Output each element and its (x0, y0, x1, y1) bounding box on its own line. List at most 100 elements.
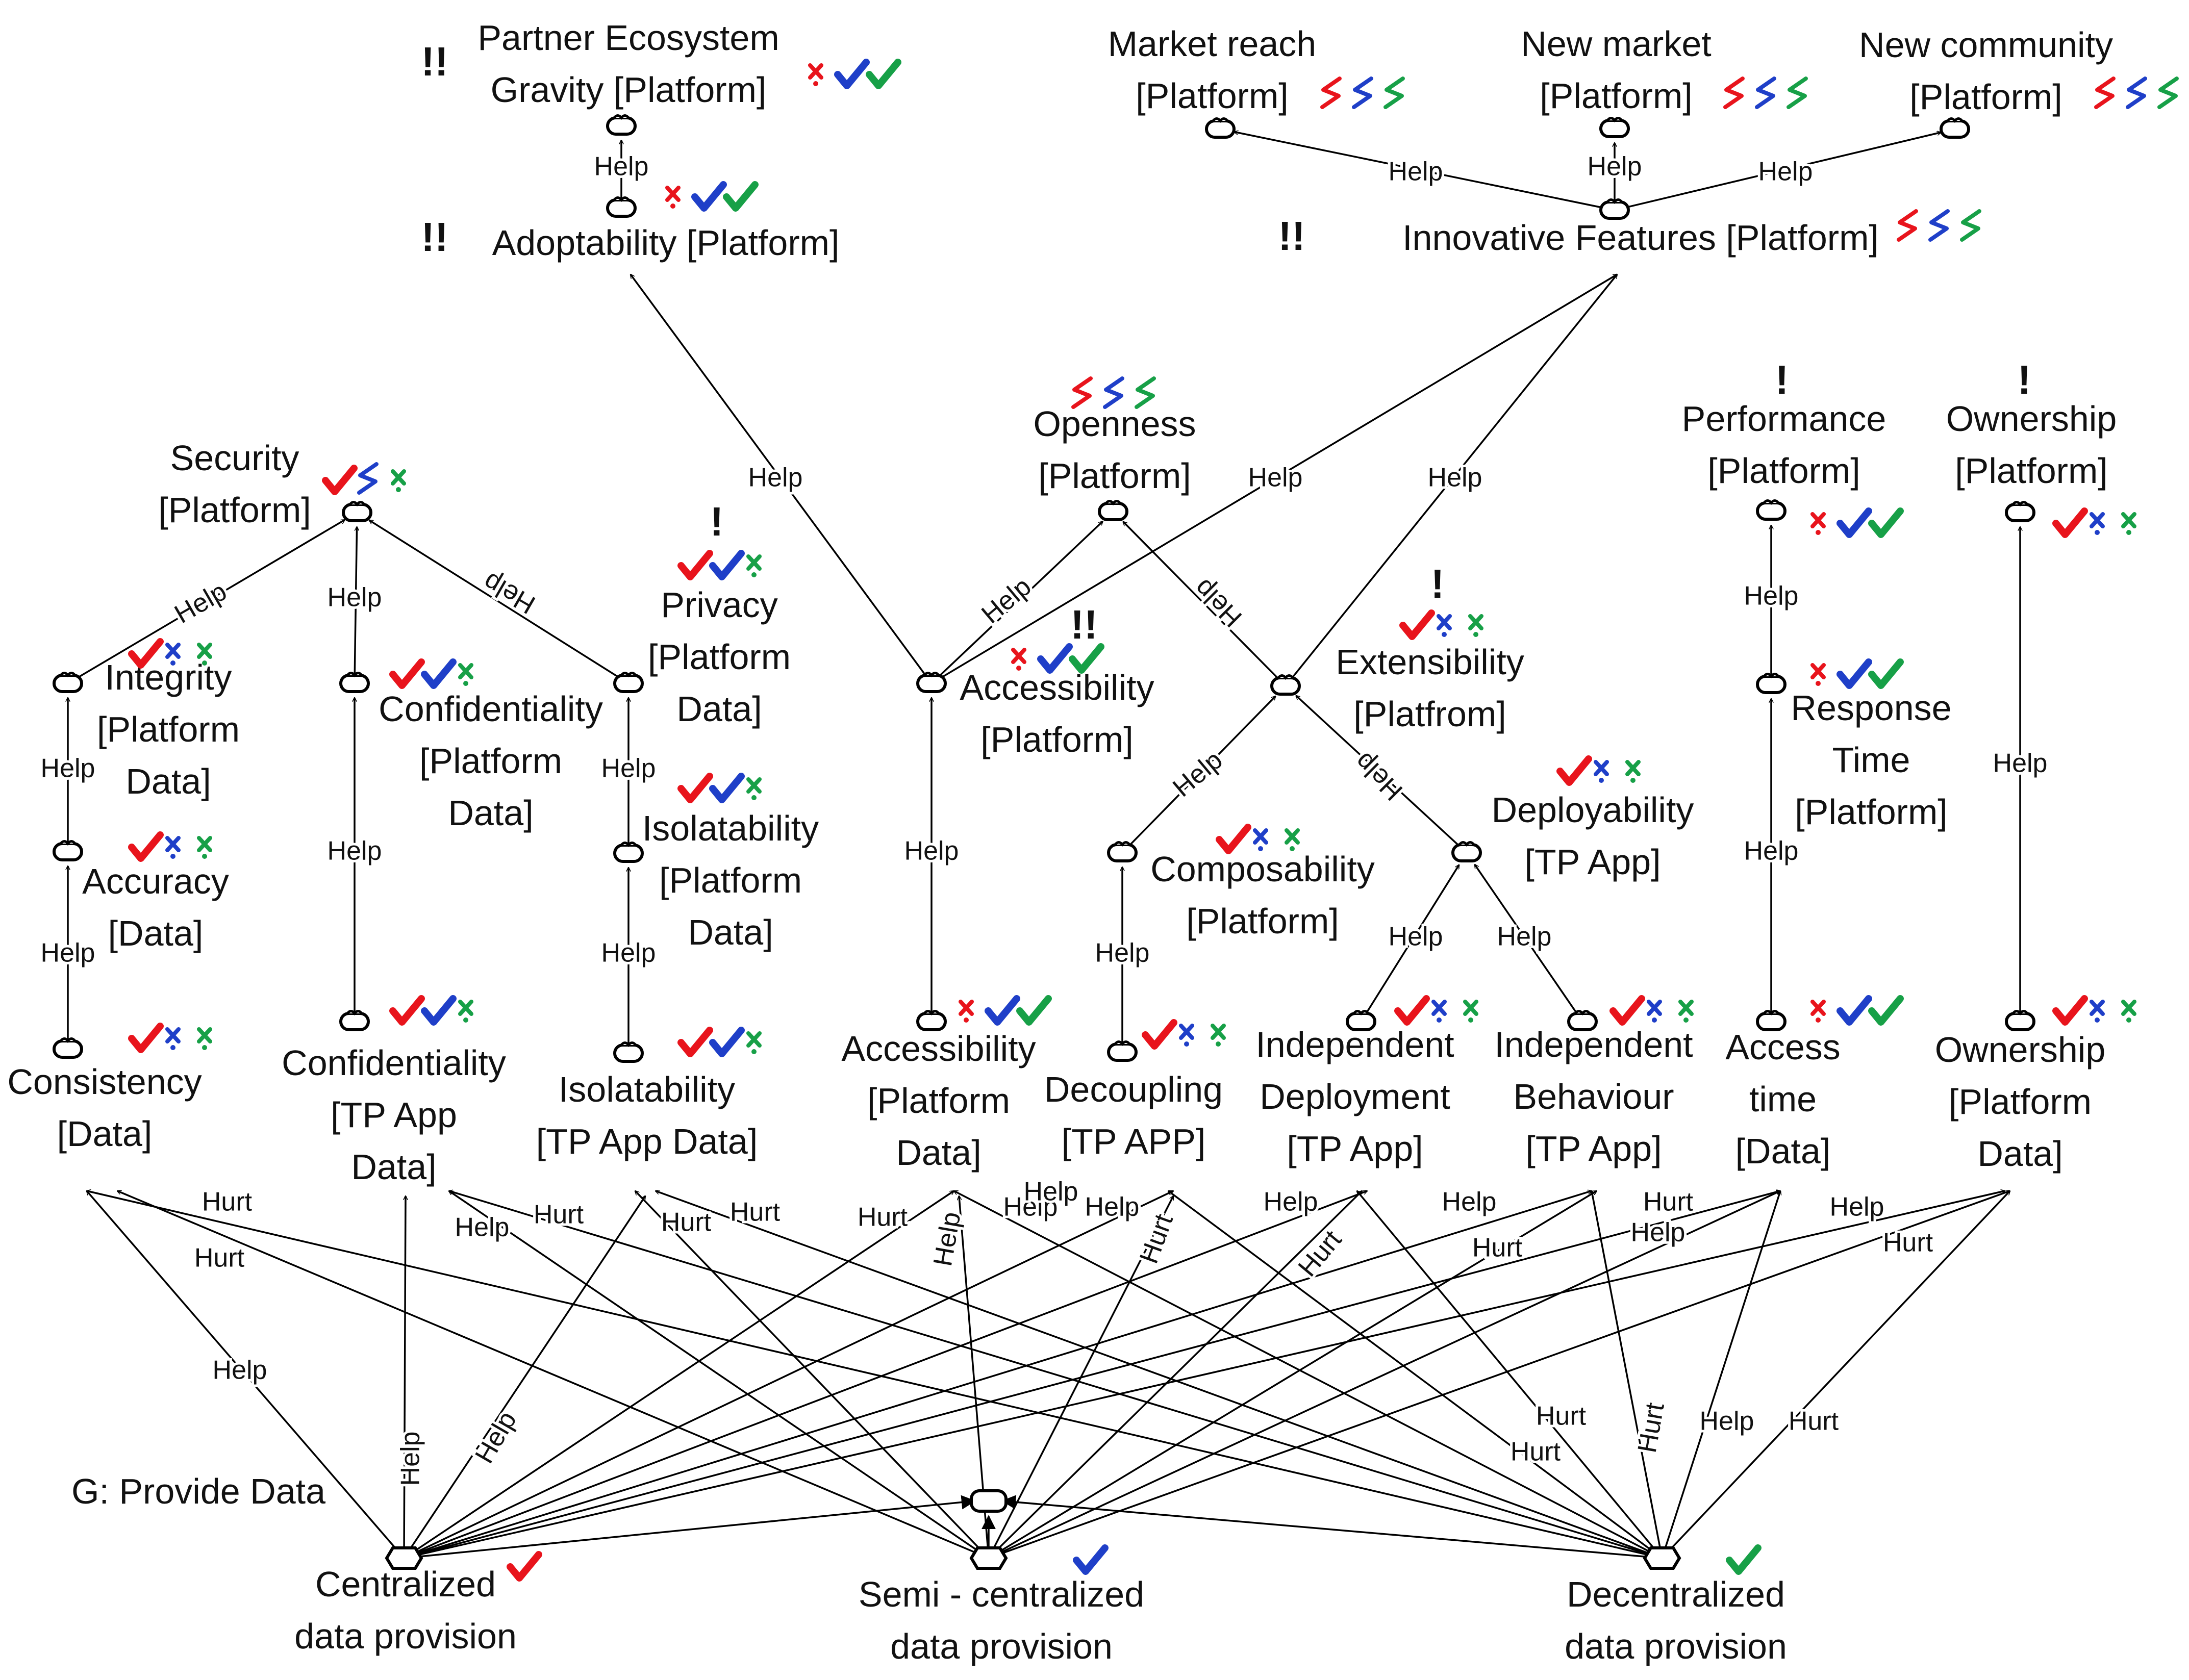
innovative-lightning-icon-1 (1928, 209, 1950, 242)
deployability-check-icon-0 (1556, 755, 1592, 786)
confidentiality_tp-node[interactable] (339, 1010, 370, 1031)
decoupling-evaluation-marks (1142, 1019, 1226, 1050)
centralized-node[interactable] (385, 1546, 423, 1570)
accessibility_plat-check-icon-1 (1037, 643, 1073, 674)
semi-evaluation-marks (1073, 1544, 1109, 1575)
response_time-check-icon-1 (1836, 658, 1872, 689)
isolatability_tp-node[interactable] (613, 1041, 644, 1063)
performance-evaluation-marks (1810, 507, 1904, 538)
contribution-edge-41 (988, 1196, 1174, 1559)
contribution-edge-48 (656, 1191, 1663, 1559)
openness-label: Openness[Platform] (1033, 404, 1196, 496)
contribution-edge-32 (404, 1190, 1173, 1559)
decentralized-node[interactable] (1643, 1546, 1681, 1570)
nodes-layer (53, 114, 2035, 1570)
openness-node[interactable] (1098, 500, 1128, 521)
contribution-edge-22 (1474, 864, 1583, 1022)
new_market-node[interactable] (1599, 117, 1630, 138)
extensibility-priority-icon: ! (1431, 561, 1445, 606)
contribution-edge-8 (354, 527, 357, 684)
edge-label-5: Help (1248, 463, 1303, 493)
openness-evaluation-marks (1071, 376, 1156, 409)
edge-label-16: Help (1188, 573, 1248, 633)
goal-node[interactable] (970, 1489, 1008, 1513)
integrity-evaluation-marks (128, 638, 212, 669)
semi-node[interactable] (969, 1546, 1008, 1570)
confidentiality_tp-evaluation-marks (389, 995, 473, 1026)
decoupling-node[interactable] (1107, 1040, 1138, 1062)
composability-node[interactable] (1107, 841, 1138, 862)
contribution-edge-38 (449, 1190, 989, 1559)
contribution-edge-26 (404, 1495, 976, 1559)
adoptability-node[interactable] (606, 196, 637, 218)
indep_deploy-cross-icon-2 (1463, 1000, 1478, 1023)
ownership_pd-node[interactable] (2005, 1010, 2035, 1031)
isolatability_pd-evaluation-marks (677, 773, 762, 803)
access_time-node[interactable] (1756, 1010, 1787, 1031)
extensibility-node[interactable] (1270, 674, 1301, 696)
innovative-node[interactable] (1599, 198, 1630, 220)
decoupling-check-icon-0 (1142, 1019, 1177, 1050)
adoptability-evaluation-marks (665, 181, 759, 212)
extensibility-label: Extensibility[Platfrom] (1336, 642, 1524, 734)
contribution-edge-47 (449, 1191, 1663, 1559)
indep_deploy-node[interactable] (1346, 1010, 1376, 1031)
contribution-edge-5 (931, 273, 1617, 684)
confidentiality_pd-check-icon-1 (421, 658, 457, 689)
partner-cross-icon-0 (808, 63, 823, 86)
privacy-node[interactable] (613, 672, 644, 693)
ownership_plat-evaluation-marks (2052, 507, 2136, 538)
new_market-label: New market[Platform] (1521, 24, 1711, 116)
partner-node[interactable] (606, 114, 637, 136)
extensibility-check-icon-0 (1399, 609, 1435, 640)
performance-check-icon-2 (1868, 507, 1904, 538)
edge-label-37: Hurt (202, 1187, 253, 1217)
accessibility_pd-node[interactable] (916, 1010, 947, 1031)
edge-label-3: Help (1758, 157, 1813, 187)
ownership_plat-node[interactable] (2005, 501, 2035, 522)
consistency-check-icon-0 (128, 1023, 164, 1053)
new_community-node[interactable] (1940, 117, 1970, 139)
security-node[interactable] (342, 501, 372, 522)
security-cross-icon-2 (391, 469, 406, 492)
contribution-edge-44 (988, 1190, 1780, 1559)
performance-label: Performance[Platform] (1682, 399, 1886, 491)
contribution-edge-52 (1592, 1191, 1663, 1559)
edge-label-47: Hurt (534, 1200, 584, 1230)
contribution-edge-35 (404, 1191, 1780, 1559)
confidentiality_pd-node[interactable] (339, 672, 370, 693)
performance-node[interactable] (1756, 499, 1787, 521)
edge-label-8: Help (328, 583, 382, 613)
performance-check-icon-1 (1836, 507, 1872, 538)
security-label: Security[Platform] (158, 438, 311, 530)
accuracy-cross-icon-2 (197, 836, 212, 859)
edge-label-15: Help (976, 572, 1037, 629)
openness-lightning-icon-0 (1071, 376, 1093, 409)
isolatability_pd-node[interactable] (613, 842, 644, 863)
accuracy-node[interactable] (53, 840, 83, 861)
integrity-node[interactable] (53, 672, 83, 693)
market_reach-lightning-icon-2 (1383, 77, 1405, 109)
accessibility_plat-node[interactable] (916, 672, 947, 693)
indep_behav-node[interactable] (1567, 1010, 1598, 1031)
adoptability-label: Adoptability [Platform] (492, 223, 840, 263)
security-lightning-icon-1 (357, 462, 379, 495)
edge-label-14: Help (601, 938, 656, 968)
extensibility-evaluation-marks (1399, 609, 1483, 640)
isolatability_tp-check-icon-1 (709, 1027, 745, 1057)
contribution-edge-30 (403, 1196, 646, 1559)
ownership_plat-label: Ownership[Platform] (1946, 399, 2117, 491)
deployability-node[interactable] (1451, 841, 1482, 862)
consistency-node[interactable] (53, 1037, 83, 1059)
isolatability_tp-check-icon-0 (677, 1027, 713, 1057)
composability-cross-icon-1 (1253, 828, 1268, 851)
edge-label-42: Hurt (1293, 1225, 1348, 1282)
access_time-cross-icon-0 (1810, 1000, 1826, 1023)
accuracy-check-icon-0 (128, 831, 164, 862)
accessibility_plat-evaluation-marks (1011, 643, 1104, 674)
response_time-node[interactable] (1756, 673, 1787, 694)
contribution-edge-3 (1614, 132, 1941, 211)
market_reach-node[interactable] (1205, 117, 1236, 139)
